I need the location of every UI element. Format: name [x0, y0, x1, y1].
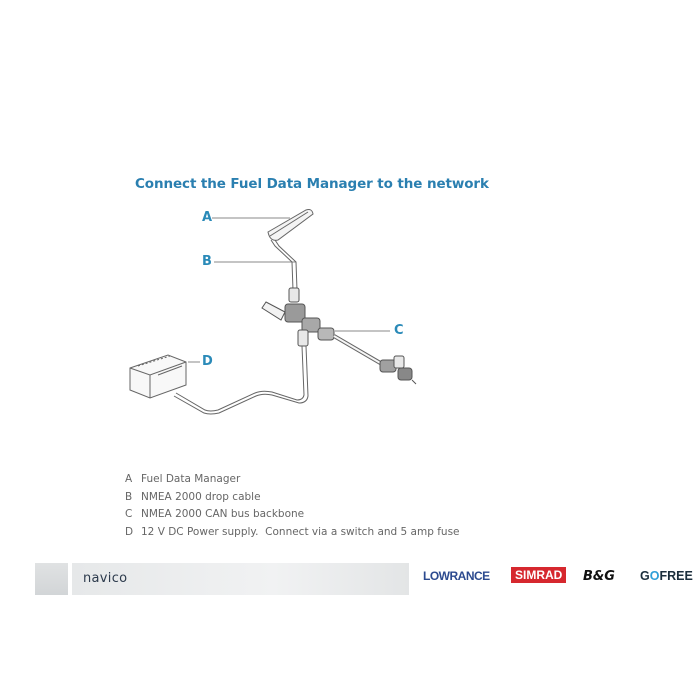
backbone-icon: [261, 287, 417, 385]
callout-c: C: [394, 323, 404, 338]
callout-a: A: [202, 210, 213, 225]
fuel-data-manager-icon: [267, 209, 314, 241]
simrad-logo: SIMRAD: [511, 567, 567, 583]
footer-bar: [72, 563, 409, 595]
power-cable-icon: [173, 345, 309, 415]
bg-logo: B&G: [583, 569, 615, 584]
navico-logo: navico: [83, 571, 128, 586]
power-supply-icon: [129, 354, 187, 399]
drop-cable-icon: [270, 239, 298, 291]
gofree-logo: GOFREE: [640, 569, 693, 583]
footer-block: [35, 563, 68, 595]
callout-b: B: [202, 254, 212, 269]
diagram-title: Connect the Fuel Data Manager to the net…: [135, 176, 489, 192]
lowrance-logo: LOWRANCE: [423, 569, 490, 583]
callout-d: D: [202, 354, 213, 369]
